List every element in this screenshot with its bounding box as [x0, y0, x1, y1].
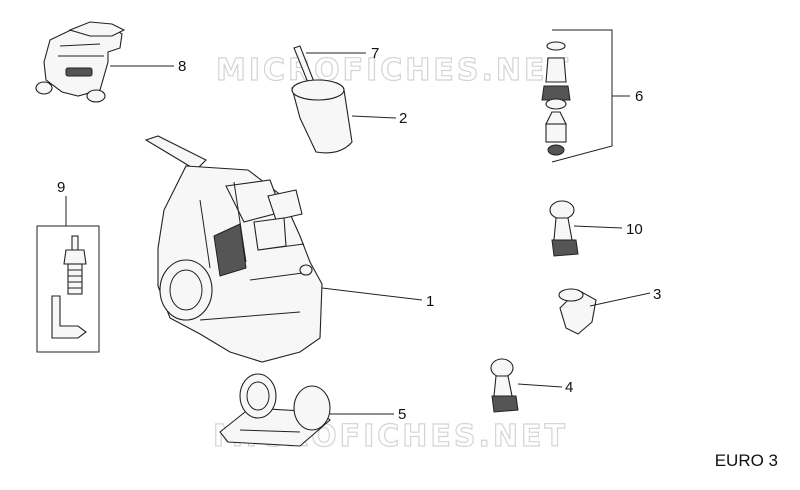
callout-1: 1: [426, 293, 434, 310]
callout-5: 5: [398, 406, 406, 423]
part-4-screw: [490, 358, 519, 413]
leader-lines: [65, 52, 651, 415]
callout-4: 4: [565, 379, 573, 396]
watermark-top: MICROFICHES.NET: [216, 53, 571, 88]
part-10-screw: [549, 200, 579, 257]
callout-7: 7: [371, 45, 379, 62]
part-1-carburetor: [144, 135, 323, 363]
callout-9: 9: [57, 179, 65, 196]
callout-3: 3: [653, 286, 661, 303]
part-9-valve: [36, 225, 100, 353]
callout-8: 8: [178, 58, 186, 75]
callout-2: 2: [399, 110, 407, 127]
part-5-float: [219, 373, 331, 447]
part-3-cap: [558, 288, 597, 335]
caption-label: EURO 3: [714, 451, 778, 470]
callout-6: 6: [635, 88, 643, 105]
part-6-jets: [541, 29, 613, 163]
callout-10: 10: [626, 221, 643, 238]
part-2-slide: [291, 79, 353, 154]
part-8-sensor: [35, 21, 126, 103]
